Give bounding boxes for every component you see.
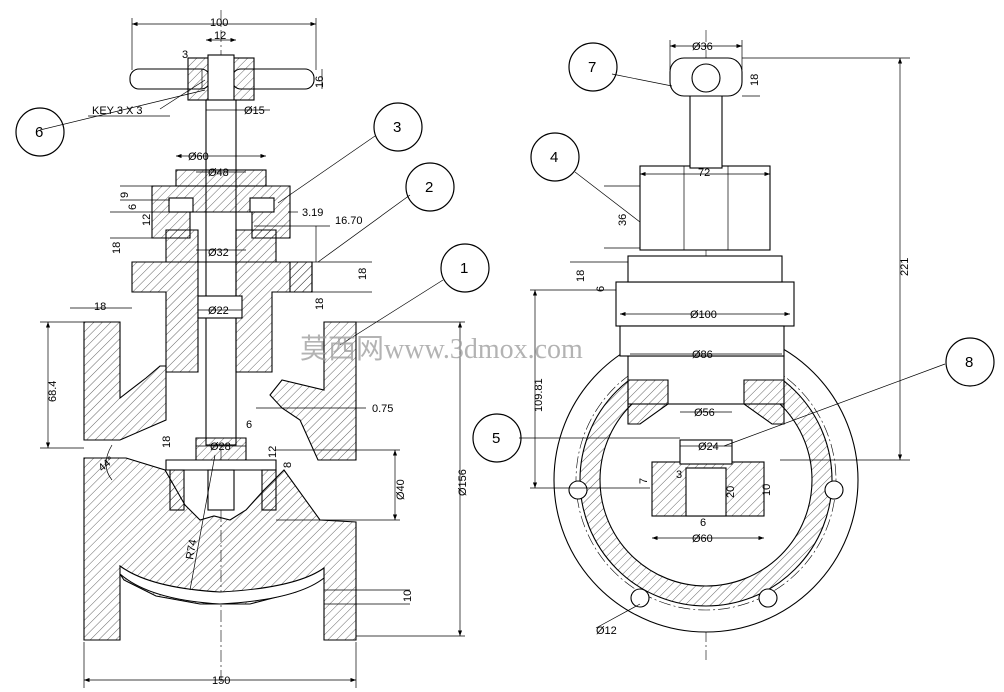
balloon-3: 3 [373,102,423,152]
balloon-1: 1 [440,243,490,293]
dim-phi36: Ø36 [692,41,713,53]
dim-phi24: Ø24 [698,441,719,453]
dim-36: 36 [617,214,629,226]
dim-18f: 18 [749,74,761,86]
dim-6c: 6 [595,286,607,292]
dim-9: 9 [119,192,131,198]
dim-phi48: Ø48 [208,167,229,179]
dim-18c: 18 [314,298,326,310]
dim-phi32: Ø32 [208,247,229,259]
svg-text:8: 8 [965,354,973,371]
dim-18d: 18 [94,301,106,313]
dim-18b: 18 [357,268,369,280]
dim-phi22: Ø22 [208,305,229,317]
dim-6b: 6 [246,419,252,431]
svg-text:3: 3 [393,119,401,136]
bonnet-flange [615,281,795,327]
dim-12b: 12 [141,214,153,226]
dim-12c: 12 [267,446,279,458]
dim-221: 221 [899,258,911,276]
dim-20: 20 [725,486,737,498]
section-dimensions: 100 12 3 16 KEY 3 X 3 Ø15 Ø60 Ø48 9 6 12… [40,17,469,688]
dim-phi100: Ø100 [690,309,717,321]
dim-10: 10 [402,590,414,602]
balloon-4: 4 [530,132,580,182]
dim-3b: 3 [676,469,682,481]
dim-68-4: 68.4 [47,381,59,402]
exterior-stem [689,87,723,169]
dim-100: 100 [210,17,228,29]
svg-text:4: 4 [550,149,558,166]
exterior-dimensions: Ø36 18 72 36 221 18 6 Ø100 Ø86 109.81 Ø5… [530,40,911,637]
dim-7: 7 [638,478,650,484]
dim-6: 6 [127,204,139,210]
dim-3-19: 3.19 [302,207,323,219]
balloon-2: 2 [405,162,455,212]
dim-6d: 6 [700,517,706,529]
balloon-5: 5 [472,413,522,463]
dim-18g: 18 [575,270,587,282]
dim-18e: 18 [161,436,173,448]
dim-phi15: Ø15 [244,105,265,117]
watermark: 莫西网www.3dmox.com [300,333,583,365]
svg-text:1: 1 [460,260,468,277]
svg-text:7: 7 [588,59,596,76]
dim-16-70: 16.70 [335,215,363,227]
dim-3: 3 [182,49,188,61]
dim-8: 8 [282,462,294,468]
svg-text:2: 2 [425,179,433,196]
balloon-7: 7 [568,42,618,92]
svg-text:6: 6 [35,124,43,141]
dim-109-81: 109.81 [533,378,545,412]
balloon-6: 6 [15,107,65,157]
dim-phi56: Ø56 [694,407,715,419]
dim-72: 72 [698,167,710,179]
dim-10b: 10 [761,484,773,496]
dim-150: 150 [212,675,230,687]
dim-0-75: 0.75 [372,403,393,415]
part-balloons: 1 2 3 4 5 6 7 8 [15,42,995,463]
dim-r74: R74 [184,539,199,561]
hex-nut [639,165,771,251]
balloon-8: 8 [945,337,995,387]
bolt-hole [568,480,588,500]
dim-phi12: Ø12 [596,625,617,637]
dim-phi60: Ø60 [188,151,209,163]
dim-16: 16 [314,76,326,88]
exterior-view [553,30,859,660]
dim-12: 12 [214,30,226,42]
dim-phi86: Ø86 [692,349,713,361]
dim-phi60b: Ø60 [692,533,713,545]
handwheel-bar [129,54,315,106]
dim-18a: 18 [111,242,123,254]
dim-phi156: Ø156 [457,469,469,496]
dim-phi40: Ø40 [395,479,407,500]
key-label: KEY 3 X 3 [92,105,143,117]
valve-body [83,321,167,441]
svg-text:5: 5 [492,430,500,447]
stem [205,99,237,446]
dim-phi28: Ø28 [210,441,231,453]
seat [169,469,185,511]
